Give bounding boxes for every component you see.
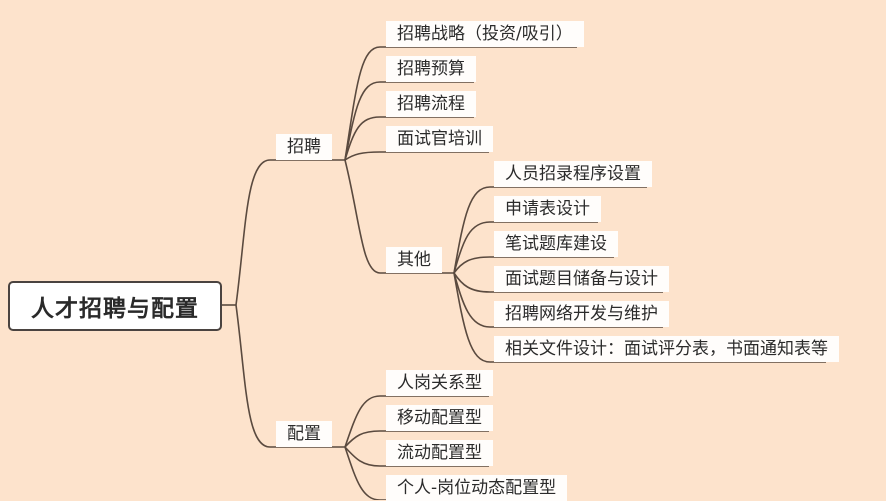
leaf-node[interactable]: 面试题目储备与设计 [494, 266, 669, 292]
leaf-node[interactable]: 申请表设计 [494, 196, 601, 222]
leaf-node[interactable]: 招聘网络开发与维护 [494, 301, 669, 327]
leaf-node[interactable]: 招聘流程 [386, 91, 476, 117]
leaf-node[interactable]: 面试官培训 [386, 126, 493, 152]
leaf-node[interactable]: 笔试题库建设 [494, 231, 618, 257]
branch-node-other[interactable]: 其他 [386, 247, 442, 273]
leaf-node[interactable]: 移动配置型 [386, 405, 493, 431]
leaf-label: 申请表设计 [505, 199, 590, 219]
leaf-label: 人岗关系型 [397, 373, 482, 393]
leaf-label: 招聘流程 [397, 94, 465, 114]
leaf-label: 招聘网络开发与维护 [505, 304, 658, 324]
leaf-node[interactable]: 个人-岗位动态配置型 [386, 475, 568, 501]
leaf-label: 招聘预算 [397, 59, 465, 79]
leaf-label: 人员招录程序设置 [505, 164, 641, 184]
branch-label: 招聘 [287, 137, 321, 157]
branch-node-allocation[interactable]: 配置 [276, 421, 332, 447]
leaf-label: 个人-岗位动态配置型 [397, 478, 557, 498]
root-node-label: 人才招聘与配置 [31, 296, 199, 322]
leaf-label: 面试题目储备与设计 [505, 269, 658, 289]
root-node[interactable]: 人才招聘与配置 [8, 281, 222, 331]
branch-node-recruitment[interactable]: 招聘 [276, 134, 332, 160]
leaf-node[interactable]: 招聘战略（投资/吸引） [386, 21, 584, 47]
leaf-node[interactable]: 招聘预算 [386, 56, 476, 82]
leaf-node[interactable]: 人岗关系型 [386, 370, 493, 396]
branch-label: 配置 [287, 424, 321, 444]
leaf-node[interactable]: 相关文件设计：面试评分表，书面通知表等 [494, 336, 839, 362]
leaf-label: 招聘战略（投资/吸引） [397, 24, 573, 44]
leaf-node[interactable]: 人员招录程序设置 [494, 161, 652, 187]
leaf-label: 面试官培训 [397, 129, 482, 149]
leaf-label: 笔试题库建设 [505, 234, 607, 254]
leaf-label: 相关文件设计：面试评分表，书面通知表等 [505, 339, 828, 359]
leaf-label: 移动配置型 [397, 408, 482, 428]
leaf-label: 流动配置型 [397, 443, 482, 463]
branch-label: 其他 [397, 250, 431, 270]
leaf-node[interactable]: 流动配置型 [386, 440, 493, 466]
